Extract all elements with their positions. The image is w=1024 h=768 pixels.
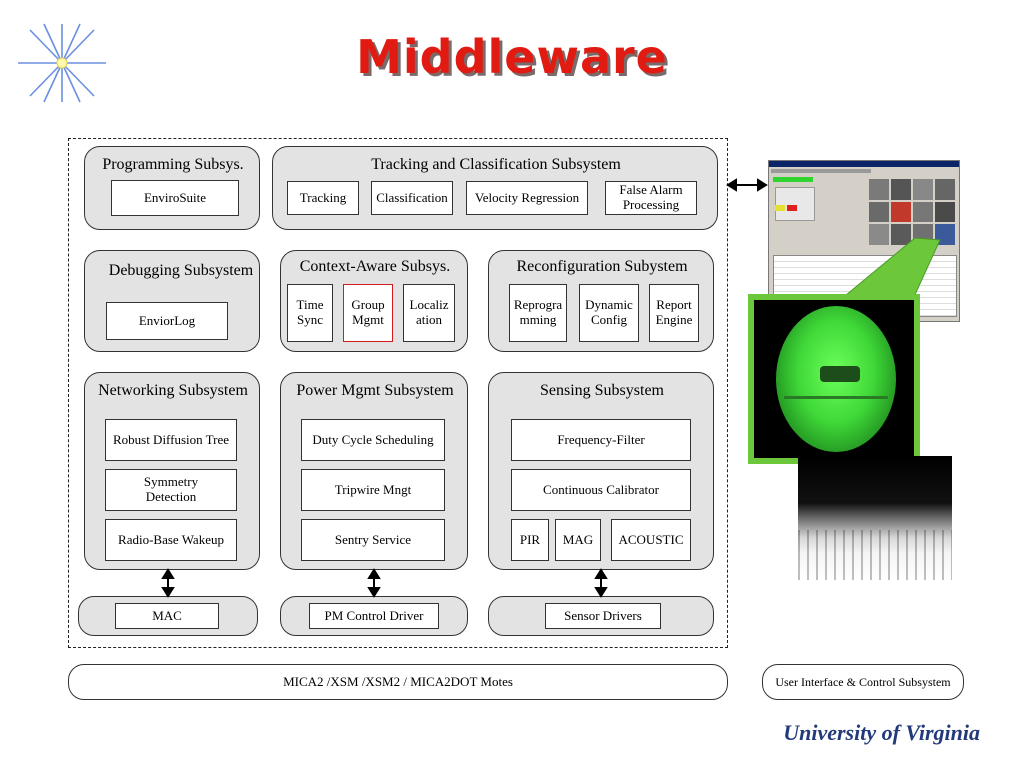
star-logo-icon [18,23,106,103]
slide-title: Middleware [356,30,668,84]
vehicle-silhouette [820,366,860,382]
thumbnail-green-bar [773,177,813,182]
arrowhead [726,178,737,192]
ui-control-subsystem-bar: User Interface & Control Subsystem [762,664,964,700]
robust-diffusion-tree-box: Robust Diffusion Tree [105,419,237,461]
thumbnail-menu [771,169,871,173]
mag-box: MAG [555,519,601,561]
arrowhead [161,568,175,579]
panel-title: Context-Aware Subsys. [299,258,451,275]
university-logo: University of Virginia [783,720,980,745]
thermal-image [798,456,952,580]
debugging-subsystem-panel: Debugging Subsystem EnviorLog [84,250,260,352]
pir-box: PIR [511,519,549,561]
thumbnail-yellow-indicator [775,205,785,211]
panel-title: Tracking and Classification Subsystem [371,156,621,173]
middleware-frame [68,138,728,648]
mac-box: MAC [115,603,219,629]
panel-title: Networking Subsystem [98,382,248,399]
tracking-box: Tracking [287,181,359,215]
networking-subsystem-panel: Networking Subsystem Robust Diffusion Tr… [84,372,260,570]
dynamic-config-box: Dynamic Config [579,284,639,342]
panel-title: Reconfiguration Subystem [516,258,688,275]
arrowhead [367,587,381,598]
group-mgmt-box: Group Mgmt [343,284,393,342]
reconfiguration-subsystem-panel: Reconfiguration Subystem Reprogra mming … [488,250,714,352]
frequency-filter-box: Frequency-Filter [511,419,691,461]
time-sync-box: Time Sync [287,284,333,342]
pm-control-driver-panel: PM Control Driver [280,596,468,636]
night-vision-view [754,300,914,458]
arrowhead [367,568,381,579]
continuous-calibrator-box: Continuous Calibrator [511,469,691,511]
sensor-drivers-panel: Sensor Drivers [488,596,714,636]
sensing-subsystem-panel: Sensing Subsystem Frequency-Filter Conti… [488,372,714,570]
envirosuite-box: EnviroSuite [111,180,239,216]
velocity-regression-box: Velocity Regression [466,181,588,215]
thermal-vegetation [798,530,952,580]
thumbnail-controls [775,187,815,221]
report-engine-box: Report Engine [649,284,699,342]
acoustic-box: ACOUSTIC [611,519,691,561]
sensor-drivers-box: Sensor Drivers [545,603,661,629]
programming-subsystem-panel: Programming Subsys. EnviroSuite [84,146,260,230]
duty-cycle-scheduling-box: Duty Cycle Scheduling [301,419,445,461]
pm-control-driver-box: PM Control Driver [309,603,439,629]
mac-driver-panel: MAC [78,596,258,636]
localization-box: Localiz ation [403,284,455,342]
tripwire-mngt-box: Tripwire Mngt [301,469,445,511]
panel-title: Sensing Subsystem [539,382,664,399]
panel-title: Programming Subsys. [102,156,244,173]
arrowhead [161,587,175,598]
false-alarm-processing-box: False Alarm Processing [605,181,697,215]
thumbnail-titlebar [769,161,959,167]
arrowhead [594,587,608,598]
panel-title: Debugging Subsystem [108,262,254,279]
panel-title: Power Mgmt Subsystem [296,382,454,399]
thumbnail-image-grid [869,179,955,245]
tracking-subsystem-panel: Tracking and Classification Subsystem Tr… [272,146,718,230]
symmetry-detection-box: Symmetry Detection [105,469,237,511]
thumbnail-red-indicator [787,205,797,211]
arrowhead [594,568,608,579]
context-aware-subsystem-panel: Context-Aware Subsys. Time Sync Group Mg… [280,250,468,352]
classification-box: Classification [371,181,453,215]
enviorlog-box: EnviorLog [106,302,228,340]
power-mgmt-subsystem-panel: Power Mgmt Subsystem Duty Cycle Scheduli… [280,372,468,570]
road-line [784,396,888,399]
night-vision-image [748,294,920,464]
reprogramming-box: Reprogra mming [509,284,567,342]
motes-bar: MICA2 /XSM /XSM2 / MICA2DOT Motes [68,664,728,700]
sentry-service-box: Sentry Service [301,519,445,561]
radio-base-wakeup-box: Radio-Base Wakeup [105,519,237,561]
arrowhead [757,178,768,192]
